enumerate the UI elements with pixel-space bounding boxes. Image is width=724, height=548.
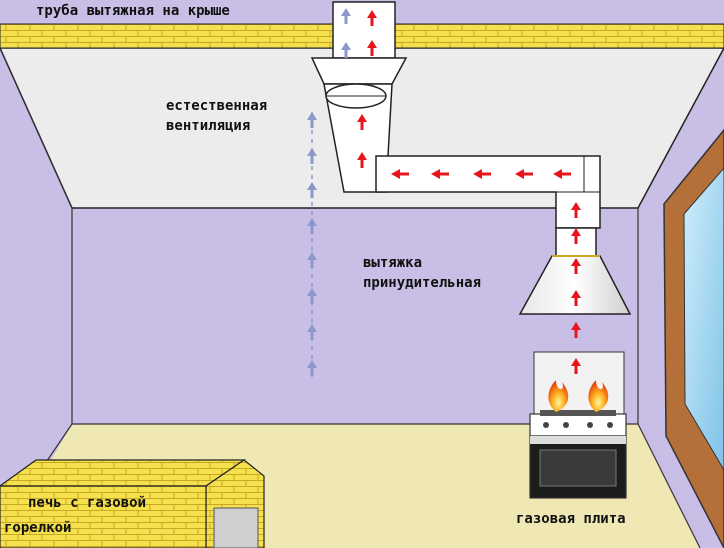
label-forced-hood-2: принудительная — [363, 275, 482, 291]
natural-vent-duct — [310, 57, 408, 193]
forced-arrow — [571, 290, 581, 306]
forced-air-arrows — [357, 10, 581, 374]
left-flame-icon — [548, 380, 569, 412]
label-stove: газовая плита — [516, 511, 626, 527]
gas-stove — [529, 351, 627, 499]
label-forced-hood-1: вытяжка — [363, 255, 423, 271]
forced-arrow — [391, 169, 409, 179]
forced-arrow — [367, 40, 377, 56]
label-roof-pipe: труба вытяжная на крыше — [36, 3, 230, 19]
right-flame-icon — [588, 380, 609, 412]
range-hood — [518, 255, 632, 315]
natural-arrow — [307, 182, 317, 198]
natural-arrow — [307, 112, 317, 128]
forced-arrow — [571, 228, 581, 244]
label-natural-vent-1: естественная — [166, 98, 268, 114]
forced-arrow — [571, 322, 581, 338]
forced-arrow — [431, 169, 449, 179]
natural-arrow — [307, 218, 317, 234]
forced-arrow — [357, 152, 367, 168]
natural-arrow — [341, 42, 351, 58]
label-oven-2: горелкой — [4, 520, 72, 536]
forced-arrow — [571, 258, 581, 274]
label-oven-1: печь с газовой — [28, 495, 147, 511]
forced-arrow — [357, 114, 367, 130]
natural-arrow — [307, 148, 317, 164]
forced-arrow — [473, 169, 491, 179]
forced-arrow — [571, 202, 581, 218]
window — [663, 128, 724, 548]
natural-air-arrows — [307, 8, 351, 378]
forced-arrow — [515, 169, 533, 179]
forced-arrow — [367, 10, 377, 26]
natural-arrow — [341, 8, 351, 24]
gas-oven — [0, 459, 265, 548]
label-natural-vent-2: вентиляция — [166, 118, 251, 134]
forced-arrow — [553, 169, 571, 179]
forced-arrow — [571, 358, 581, 374]
